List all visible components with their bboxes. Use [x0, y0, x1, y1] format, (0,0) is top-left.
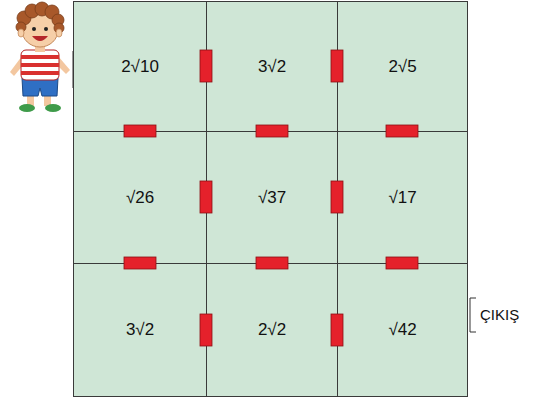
- boy-shirt: [21, 50, 59, 80]
- maze-room: √42: [337, 263, 468, 397]
- door: [331, 181, 343, 213]
- door: [200, 181, 212, 213]
- door: [200, 314, 212, 346]
- boy-hair: [16, 2, 64, 33]
- root-number: √26: [126, 188, 154, 208]
- maze-room: √17: [337, 131, 468, 264]
- door: [386, 257, 418, 269]
- maze-room: 3√2: [206, 1, 338, 132]
- root-number: √17: [388, 188, 416, 208]
- door: [256, 257, 288, 269]
- exit-label: ÇIKIŞ: [480, 306, 519, 323]
- maze-room: √37: [206, 131, 338, 264]
- door: [256, 125, 288, 137]
- boy-shoe: [19, 104, 35, 112]
- shirt-stripe: [21, 55, 59, 59]
- maze-room: √26: [73, 131, 207, 264]
- door: [331, 50, 343, 82]
- door: [124, 125, 156, 137]
- maze-room: 2√5: [337, 1, 468, 132]
- root-number: 3√2: [258, 57, 286, 77]
- maze-room: 2√10: [73, 1, 207, 132]
- boy-ear: [18, 29, 24, 37]
- root-number: 2√5: [388, 57, 416, 77]
- root-number: 3√2: [126, 320, 154, 340]
- boy-shorts: [22, 78, 58, 96]
- door: [386, 125, 418, 137]
- exit-bracket: [470, 298, 476, 332]
- root-number: 2√2: [258, 320, 286, 340]
- boy-eye: [44, 27, 48, 31]
- maze-room: 2√2: [206, 263, 338, 397]
- boy-ear: [56, 29, 62, 37]
- root-number: 2√10: [121, 57, 159, 77]
- maze-room: 3√2: [73, 263, 207, 397]
- shirt-stripe: [21, 63, 59, 67]
- root-number: √42: [388, 320, 416, 340]
- boy-shoe: [45, 104, 61, 112]
- boy-mouth: [32, 36, 48, 41]
- shirt-stripe: [21, 71, 59, 75]
- door: [331, 314, 343, 346]
- boy-eye: [32, 27, 36, 31]
- door: [124, 257, 156, 269]
- root-number: √37: [258, 188, 286, 208]
- door: [200, 50, 212, 82]
